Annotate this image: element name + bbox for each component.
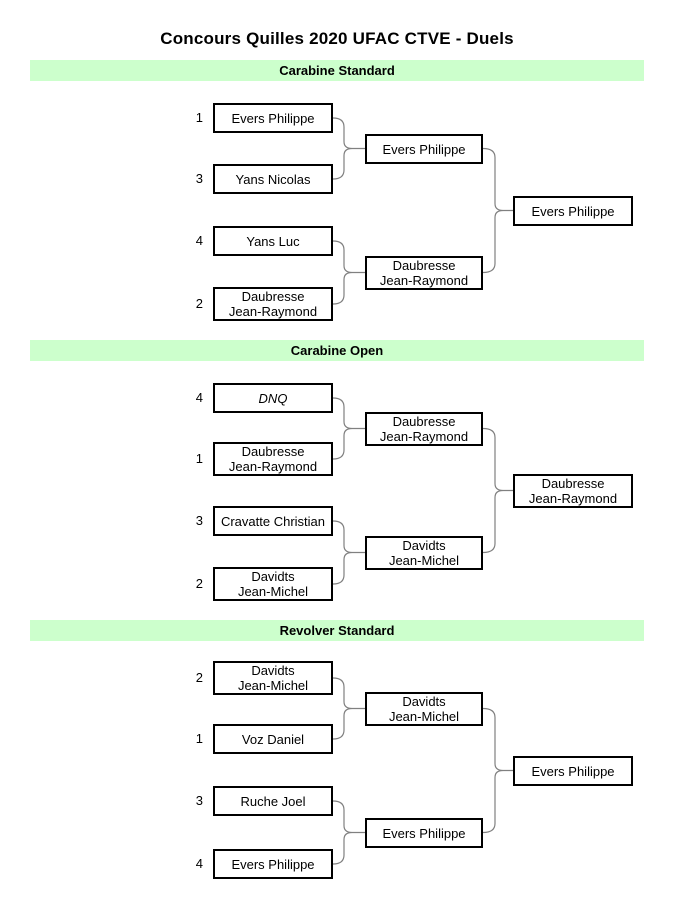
seed-number: 3 — [195, 513, 203, 528]
player-name: Daubresse — [241, 444, 305, 459]
seed-number: 3 — [195, 793, 203, 808]
seed-number: 2 — [195, 576, 203, 591]
player-name: Jean-Michel — [237, 584, 309, 599]
player-name: Davidts — [251, 663, 295, 678]
player-name: Jean-Raymond — [528, 491, 618, 506]
player-name: DNQ — [258, 390, 288, 406]
player-name: Yans Luc — [246, 233, 300, 249]
entrant-box: Ruche Joel — [213, 786, 333, 816]
player-name: Yans Nicolas — [235, 171, 311, 187]
bracket-connector — [482, 707, 513, 834]
player-name: Daubresse — [241, 289, 305, 304]
seed-number: 4 — [195, 233, 203, 248]
player-name: Evers Philippe — [231, 856, 315, 872]
bracket-connector — [482, 427, 513, 554]
section-header-carabine-standard: Carabine Standard — [30, 60, 644, 81]
player-name: Evers Philippe — [382, 825, 466, 841]
bracket-connector — [332, 397, 365, 460]
bracket-connector — [332, 240, 365, 305]
entrant-box: Yans Nicolas — [213, 164, 333, 194]
entrant-box: Voz Daniel — [213, 724, 333, 754]
entrant-box: Evers Philippe — [213, 103, 333, 133]
bracket-connector — [332, 677, 365, 740]
player-name: Daubresse — [392, 258, 456, 273]
bracket-connector — [332, 520, 365, 585]
player-name: Cravatte Christian — [220, 513, 326, 529]
player-name: Jean-Michel — [388, 553, 460, 568]
player-name: Jean-Michel — [388, 709, 460, 724]
player-name: Jean-Raymond — [228, 304, 318, 319]
player-name: Evers Philippe — [531, 763, 615, 779]
entrant-box: DNQ — [213, 383, 333, 413]
player-name: Ruche Joel — [240, 793, 306, 809]
seed-number: 3 — [195, 171, 203, 186]
player-name: Davidts — [251, 569, 295, 584]
section-header-carabine-open: Carabine Open — [30, 340, 644, 361]
bracket-connector — [332, 800, 365, 865]
player-name: Evers Philippe — [531, 203, 615, 219]
player-name: Davidts — [402, 694, 446, 709]
player-name: Daubresse — [541, 476, 605, 491]
seed-number: 1 — [195, 451, 203, 466]
player-name: Jean-Raymond — [379, 429, 469, 444]
entrant-box: Yans Luc — [213, 226, 333, 256]
player-name: Jean-Michel — [237, 678, 309, 693]
player-name: Voz Daniel — [241, 731, 305, 747]
entrant-box: Cravatte Christian — [213, 506, 333, 536]
player-name: Jean-Raymond — [379, 273, 469, 288]
section-header-revolver-standard: Revolver Standard — [30, 620, 644, 641]
player-name: Evers Philippe — [382, 141, 466, 157]
match-winner-box: Evers Philippe — [365, 818, 483, 848]
seed-number: 4 — [195, 390, 203, 405]
player-name: Davidts — [402, 538, 446, 553]
seed-number: 2 — [195, 670, 203, 685]
page-title: Concours Quilles 2020 UFAC CTVE - Duels — [160, 29, 514, 48]
match-winner-box: Evers Philippe — [365, 134, 483, 164]
bracket-connector — [332, 117, 365, 180]
player-name: Daubresse — [392, 414, 456, 429]
bracket-connector — [482, 147, 513, 274]
player-name: Evers Philippe — [231, 110, 315, 126]
seed-number: 2 — [195, 296, 203, 311]
seed-number: 1 — [195, 110, 203, 125]
player-name: Jean-Raymond — [228, 459, 318, 474]
champion-box: Evers Philippe — [513, 756, 633, 786]
seed-number: 4 — [195, 856, 203, 871]
champion-box: Evers Philippe — [513, 196, 633, 226]
entrant-box: Evers Philippe — [213, 849, 333, 879]
seed-number: 1 — [195, 731, 203, 746]
